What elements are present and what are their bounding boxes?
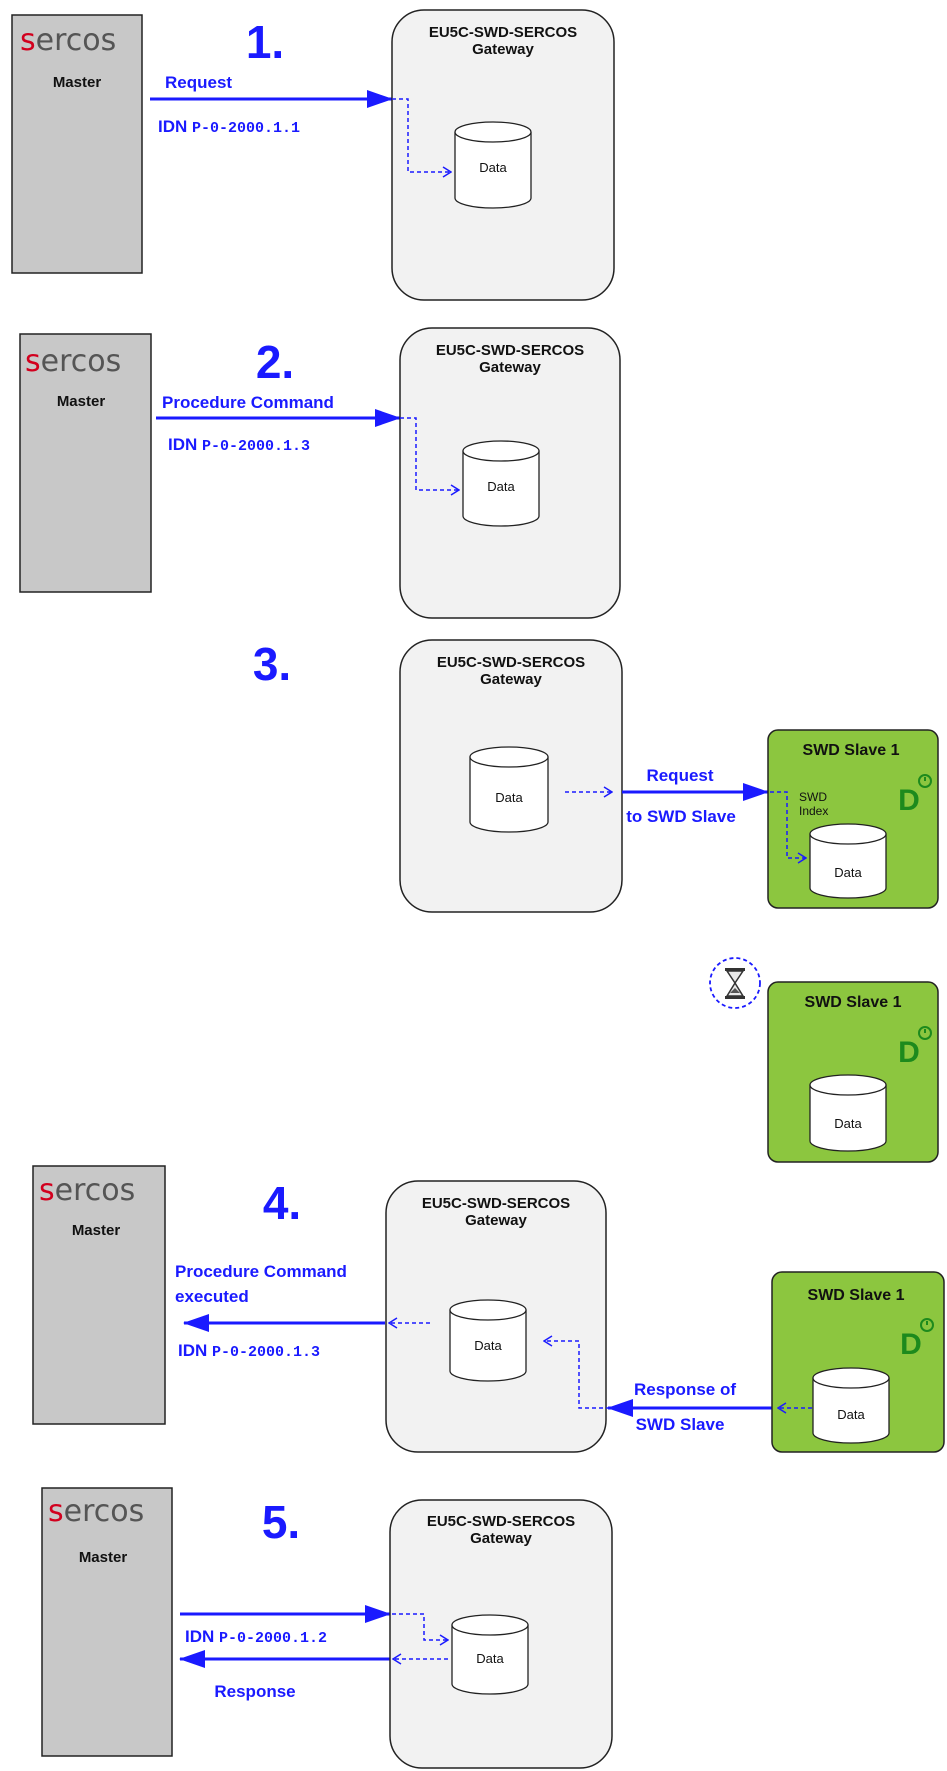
internal-arrow [400, 417, 459, 490]
svg-text:D: D [900, 1328, 922, 1361]
step-number: 4. [263, 1177, 301, 1229]
sercos-logo: sercos [48, 1494, 144, 1529]
slave-title: SWD Slave 1 [805, 994, 902, 1011]
gateway-title: EU5C-SWD-SERCOS [427, 1513, 575, 1530]
swd-d-logo-icon: D [900, 1318, 934, 1361]
sercos-master-1: sercos Master [11, 14, 143, 274]
data-store: Data [812, 1367, 890, 1444]
internal-arrow [544, 1341, 610, 1409]
data-store: Data [462, 440, 540, 527]
idn-label: IDN P-0-2000.1.3 [178, 1341, 320, 1361]
data-store: Data [809, 1074, 887, 1152]
swd-index-label-2: Index [799, 804, 828, 818]
swd-slave-1a: SWD Slave 1 D SWD Index Data [767, 729, 939, 909]
step-5: sercos Master 5. IDN P-0-2000.1.2 Respon… [41, 1487, 613, 1769]
svg-text:Data: Data [487, 479, 515, 494]
gateway-subtitle: Gateway [472, 41, 534, 58]
svg-text:D: D [898, 784, 920, 817]
swd-index-label: SWD [799, 790, 827, 804]
sercos-master-4: sercos Master [32, 1165, 166, 1425]
swd-slave-label: SWD Slave [636, 1415, 725, 1434]
gateway-title: EU5C-SWD-SERCOS [422, 1195, 570, 1212]
to-swd-slave-label: to SWD Slave [626, 807, 736, 826]
svg-text:Data: Data [837, 1407, 865, 1422]
step-3: 3. EU5C-SWD-SERCOS Gateway Data Request … [253, 638, 939, 913]
gateway-subtitle: Gateway [470, 1530, 532, 1547]
svg-text:Data: Data [834, 1116, 862, 1131]
internal-arrow [770, 791, 806, 858]
master-label: Master [53, 74, 102, 91]
step-4: sercos Master 4. Procedure Command execu… [32, 1165, 945, 1453]
swd-d-logo-icon: D [898, 774, 932, 817]
sercos-master-5: sercos Master [41, 1487, 173, 1757]
sercos-logo: sercos [20, 23, 116, 58]
gateway-title: EU5C-SWD-SERCOS [436, 342, 584, 359]
master-label: Master [72, 1222, 121, 1239]
sercos-logo: sercos [25, 344, 121, 379]
step-number: 5. [262, 1496, 300, 1548]
swd-slave-1b: SWD Slave 1 D Data [767, 981, 939, 1163]
hourglass-icon [709, 957, 761, 1009]
response-label: Response [214, 1682, 295, 1701]
svg-text:Data: Data [495, 790, 523, 805]
slave-title: SWD Slave 1 [803, 742, 900, 759]
svg-text:Data: Data [479, 160, 507, 175]
idn-label: IDN P-0-2000.1.2 [185, 1627, 327, 1647]
executed-label: executed [175, 1287, 249, 1306]
idn-label: IDN P-0-2000.1.1 [158, 117, 300, 137]
step-2: sercos Master 2. Procedure Command IDN P… [19, 327, 621, 619]
slave-title: SWD Slave 1 [808, 1287, 905, 1304]
svg-text:D: D [898, 1036, 920, 1069]
svg-text:Data: Data [476, 1651, 504, 1666]
svg-text:Data: Data [834, 865, 862, 880]
step-1: sercos Master 1. Request IDN P-0-2000.1.… [11, 9, 615, 301]
data-store: Data [454, 121, 532, 209]
step-number: 2. [256, 336, 294, 388]
data-store: Data [809, 823, 887, 899]
data-store: Data [451, 1614, 529, 1695]
internal-arrow [392, 1613, 448, 1640]
request-label: Request [646, 766, 713, 785]
swd-slave-1c: SWD Slave 1 D Data [771, 1271, 945, 1453]
swd-d-logo-icon: D [898, 1026, 932, 1069]
gateway-subtitle: Gateway [465, 1212, 527, 1229]
idn-label: IDN P-0-2000.1.3 [168, 435, 310, 455]
step-number: 1. [246, 16, 284, 68]
svg-text:Data: Data [474, 1338, 502, 1353]
procedure-command-label: Procedure Command [175, 1262, 347, 1281]
data-store: Data [449, 1299, 527, 1382]
sercos-master-2: sercos Master [19, 333, 152, 593]
master-label: Master [57, 393, 106, 410]
sercos-logo: sercos [39, 1173, 135, 1208]
step-number: 3. [253, 638, 291, 690]
master-label: Master [79, 1549, 128, 1566]
procedure-command-label: Procedure Command [162, 393, 334, 412]
gateway-title: EU5C-SWD-SERCOS [437, 654, 585, 671]
response-of-label: Response of [634, 1380, 736, 1399]
gateway-subtitle: Gateway [479, 359, 541, 376]
internal-arrow [392, 98, 451, 172]
gateway-title: EU5C-SWD-SERCOS [429, 24, 577, 41]
waiting-phase: SWD Slave 1 D Data [709, 957, 939, 1163]
request-label: Request [165, 73, 232, 92]
data-store: Data [469, 746, 549, 833]
gateway-subtitle: Gateway [480, 671, 542, 688]
